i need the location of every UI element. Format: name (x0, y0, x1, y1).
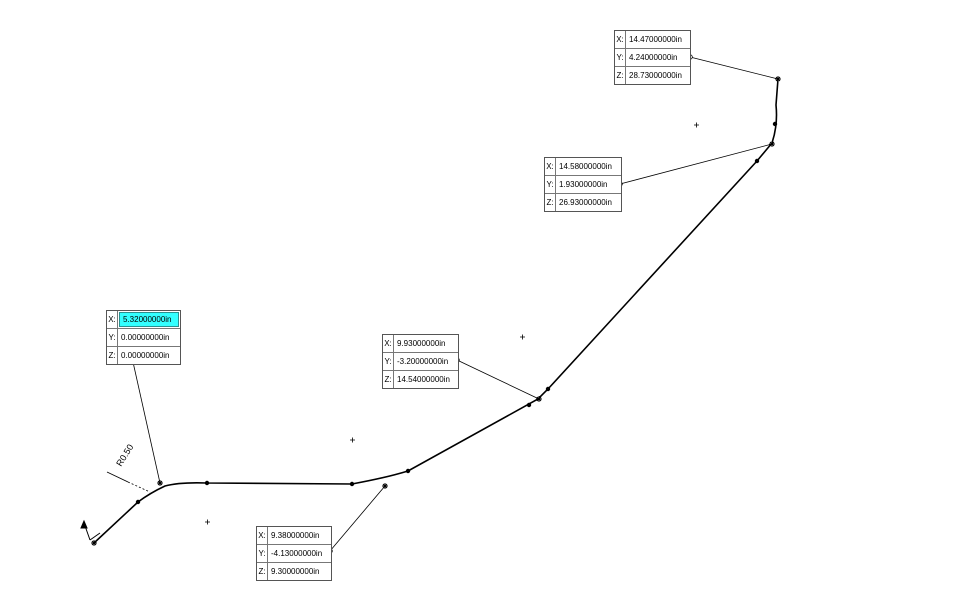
sketch-points (135, 121, 778, 505)
x-value-field[interactable]: 14.47000000in (629, 35, 682, 44)
sketch-point (204, 480, 210, 486)
sketch-point (526, 402, 532, 408)
radius-label: R0.50 (114, 442, 135, 468)
center-mark (205, 519, 210, 525)
y-axis-label: Y: (257, 545, 268, 562)
z-axis-label: Z: (383, 371, 394, 388)
vertex-markers (91, 76, 781, 546)
z-axis-label: Z: (107, 347, 118, 364)
coordinate-callout[interactable]: X:9.93000000in Y:-3.20000000in Z:14.5400… (382, 334, 459, 389)
center-mark (520, 334, 525, 340)
sketch-point (772, 121, 778, 127)
z-value-field[interactable]: 26.93000000in (559, 198, 612, 207)
x-value-field[interactable]: 9.38000000in (271, 531, 320, 540)
x-value-field[interactable]: 5.32000000in (119, 312, 179, 327)
z-axis-label: Z: (257, 563, 268, 580)
sketch-point (405, 468, 411, 474)
coordinate-callout[interactable]: X:9.38000000in Y:-4.13000000in Z:9.30000… (256, 526, 332, 581)
y-value-field[interactable]: 1.93000000in (559, 180, 608, 189)
coordinate-callout[interactable]: X:14.47000000in Y:4.24000000in Z:28.7300… (614, 30, 691, 85)
x-value-field[interactable]: 9.93000000in (397, 339, 446, 348)
x-axis-label: X: (545, 158, 556, 175)
y-axis-label: Y: (545, 176, 556, 193)
z-axis-label: Z: (615, 67, 626, 84)
x-axis-label: X: (257, 527, 268, 544)
y-value-field[interactable]: -3.20000000in (397, 357, 449, 366)
sketch-point (545, 386, 551, 392)
z-value-field[interactable]: 14.54000000in (397, 375, 450, 384)
y-value-field[interactable]: 0.00000000in (121, 333, 170, 342)
x-axis-label: X: (615, 31, 626, 48)
sketch-curve[interactable] (93, 78, 779, 544)
z-axis-label: Z: (545, 194, 556, 211)
radius-dimension: R0.50 (106, 442, 151, 493)
coordinate-callout[interactable]: X:5.32000000in Y:0.00000000in Z:0.000000… (106, 310, 181, 365)
center-marks (205, 122, 699, 525)
origin-triad (80, 519, 101, 541)
z-value-field[interactable]: 0.00000000in (121, 351, 170, 360)
center-mark (350, 437, 355, 443)
y-value-field[interactable]: 4.24000000in (629, 53, 678, 62)
y-axis-label: Y: (107, 329, 118, 346)
z-value-field[interactable]: 28.73000000in (629, 71, 682, 80)
center-mark (694, 122, 699, 128)
sketch-point (349, 481, 355, 487)
x-value-field[interactable]: 14.58000000in (559, 162, 612, 171)
z-value-field[interactable]: 9.30000000in (271, 567, 320, 576)
coordinate-callout[interactable]: X:14.58000000in Y:1.93000000in Z:26.9300… (544, 157, 622, 212)
x-axis-label: X: (107, 311, 118, 328)
leader-lines (130, 54, 779, 554)
y-axis-label: Y: (383, 353, 394, 370)
x-axis-label: X: (383, 335, 394, 352)
sketch-point (754, 158, 760, 164)
sketch-point (135, 499, 141, 505)
vertex-marker (91, 540, 97, 546)
y-axis-label: Y: (615, 49, 626, 66)
y-value-field[interactable]: -4.13000000in (271, 549, 323, 558)
